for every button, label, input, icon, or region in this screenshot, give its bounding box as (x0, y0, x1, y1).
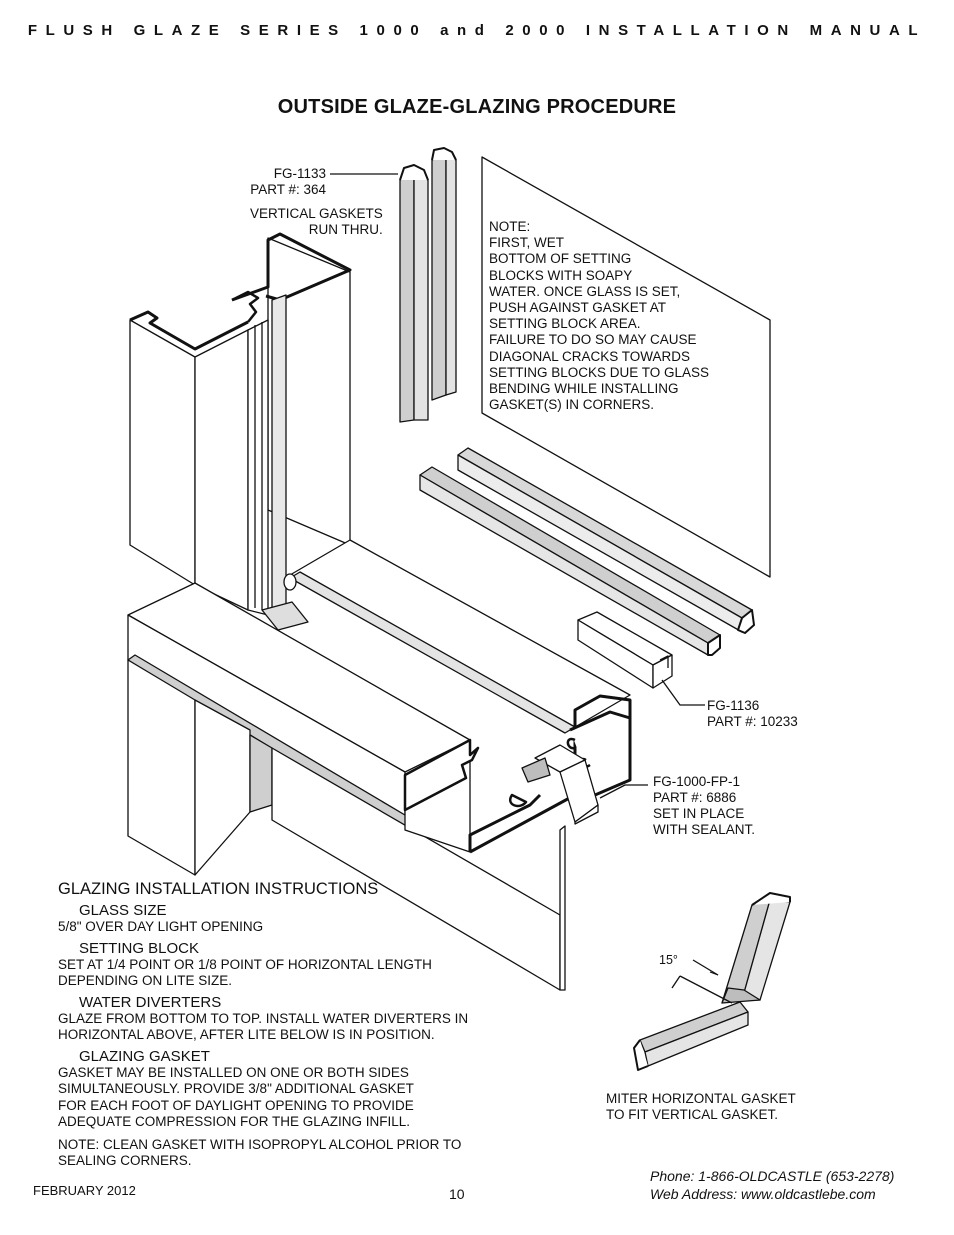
glazing-gasket-body: GASKET MAY BE INSTALLED ON ONE OR BOTH S… (58, 1064, 409, 1080)
note-line: FIRST, WET (489, 235, 564, 251)
glass-size-heading: GLASS SIZE (79, 902, 167, 919)
fg1000-code: FG-1000-FP-1 (653, 774, 741, 789)
glass-note: NOTE: FIRST, WET BOTTOM OF SETTING BLOCK… (489, 219, 709, 413)
setting-block (577, 611, 673, 689)
setting-block-body: SET AT 1/4 POINT OR 1/8 POINT OF HORIZON… (58, 956, 432, 972)
fg1000-line3: SET IN PLACE (653, 806, 745, 821)
water-diverters-body: HORIZONTAL ABOVE, AFTER LITE BELOW IS IN… (58, 1027, 435, 1042)
note-line: GASKET(S) IN CORNERS. (489, 397, 655, 413)
glazing-instructions: GLAZING INSTALLATION INSTRUCTIONS GLASS … (58, 880, 468, 1170)
vertical-gaskets-label: VERTICAL GASKETS RUN THRU. (250, 206, 383, 238)
setting-block-heading: SETTING BLOCK (79, 939, 200, 957)
angle-indicator (671, 959, 733, 1004)
footer-contact: Phone: 1-866-OLDCASTLE (653-2278) Web Ad… (650, 1167, 894, 1203)
page-title: OUTSIDE GLAZE-GLAZING PROCEDURE (277, 96, 677, 118)
clean-note: SEALING CORNERS. (58, 1153, 192, 1168)
vertical-gaskets (399, 147, 457, 423)
clean-note: NOTE: CLEAN GASKET WITH ISOPROPYL ALCOHO… (58, 1136, 462, 1152)
fg1000-leader (599, 784, 648, 799)
glass-lite (481, 156, 771, 578)
miter-line2: TO FIT VERTICAL GASKET. (606, 1107, 779, 1122)
glazing-gasket-body: ADEQUATE COMPRESSION FOR THE GLAZING INF… (58, 1114, 411, 1129)
water-diverter (521, 744, 599, 825)
note-line: DIAGONAL CRACKS TOWARDS (489, 348, 691, 364)
note-line: BENDING WHILE INSTALLING (489, 381, 679, 397)
fg1000-part: PART #: 6886 (653, 790, 737, 805)
miter-horizontal-gasket (633, 1001, 749, 1071)
miter-line1: MITER HORIZONTAL GASKET (606, 1091, 796, 1106)
water-diverters-body: GLAZE FROM BOTTOM TO TOP. INSTALL WATER … (58, 1010, 469, 1026)
fg1000-label: FG-1000-FP-1 PART #: 6886 SET IN PLACE W… (653, 774, 755, 838)
glazing-gasket-body: FOR EACH FOOT OF DAYLIGHT OPENING TO PRO… (58, 1097, 414, 1113)
horizontal-gaskets (419, 447, 755, 656)
footer-date: FEBRUARY 2012 (33, 1183, 136, 1198)
running-header: FLUSH GLAZE SERIES 1000 and 2000 INSTALL… (27, 22, 927, 39)
fg1136-leader (661, 679, 705, 706)
note-line: SETTING BLOCKS DUE TO GLASS (489, 364, 710, 380)
fg1133-label: FG-1133 PART #: 364 (250, 166, 326, 198)
fg1133-code: FG-1133 (273, 166, 326, 181)
vertical-mullion (129, 232, 352, 616)
fg1136-code: FG-1136 (707, 698, 760, 713)
setting-block-body: DEPENDING ON LITE SIZE. (58, 973, 233, 988)
glazing-gasket-heading: GLAZING GASKET (79, 1047, 210, 1065)
setting-plate (261, 601, 309, 631)
glazing-gasket-body: SIMULTANEOUSLY. PROVIDE 3/8" ADDITIONAL … (58, 1081, 414, 1096)
footer-phone: Phone: 1-866-OLDCASTLE (653-2278) (650, 1168, 895, 1184)
horizontal-sill (127, 539, 632, 991)
note-line: SETTING BLOCK AREA. (489, 316, 641, 332)
note-line: NOTE: (489, 219, 531, 234)
water-diverters-heading: WATER DIVERTERS (79, 993, 222, 1011)
vertical-gaskets-line1: VERTICAL GASKETS (250, 206, 383, 221)
glass-size-body: 5/8" OVER DAY LIGHT OPENING (58, 919, 264, 934)
page-number: 10 (449, 1186, 465, 1202)
fg1136-part: PART #: 10233 (707, 714, 798, 729)
miter-vertical-gasket (721, 892, 791, 1004)
note-line: WATER. ONCE GLASS IS SET, (489, 283, 681, 299)
angle-label: 15° (659, 953, 678, 967)
fg1133-part: PART #: 364 (250, 182, 326, 197)
note-line: FAILURE TO DO SO MAY CAUSE (489, 332, 697, 348)
note-line: BOTTOM OF SETTING (489, 251, 632, 267)
note-line: BLOCKS WITH SOAPY (489, 267, 633, 283)
miter-label: MITER HORIZONTAL GASKET TO FIT VERTICAL … (606, 1091, 796, 1123)
footer-web: Web Address: www.oldcastlebe.com (650, 1186, 876, 1202)
fg1000-line4: WITH SEALANT. (653, 822, 756, 837)
fg1136-label: FG-1136 PART #: 10233 (707, 698, 798, 730)
vertical-gaskets-line2: RUN THRU. (308, 222, 383, 237)
note-line: PUSH AGAINST GASKET AT (489, 300, 667, 316)
instructions-title: GLAZING INSTALLATION INSTRUCTIONS (58, 880, 379, 898)
